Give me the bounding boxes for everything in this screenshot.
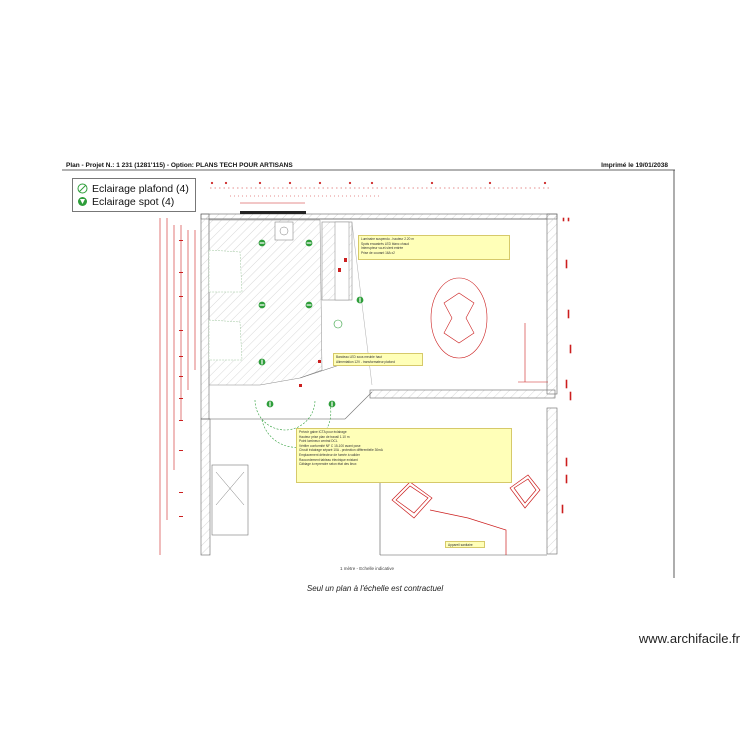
note-line: Point lumineux central DCL [299, 439, 338, 444]
spot-light-icon [328, 400, 336, 408]
note-line: Prise de courant 16A x2 [361, 250, 395, 255]
note-box-1: Luminaire suspendu - hauteur 2.20 m Spot… [358, 235, 510, 260]
note-line: Câblage à reprendre selon état des lieux [299, 462, 357, 467]
note-line: Emplacement détecteur de fumée à valider [299, 452, 360, 457]
note-line: Luminaire suspendu - hauteur 2.20 m [361, 237, 414, 241]
print-date: Imprimé le 19/01/2038 [601, 162, 668, 169]
note-box-3: Prévoir gaine ICTA pour éclairage Hauteu… [296, 428, 512, 483]
door-swings [254, 399, 332, 448]
left-dimension-ticks [179, 240, 183, 517]
spot-light-icon [356, 296, 364, 304]
lower-walls [200, 407, 558, 556]
note-box-4: Appareil sanitaire [445, 541, 485, 548]
plan-header-left: Plan - Projet N.: 1 231 (1281'115) - Opt… [66, 162, 293, 169]
note-line: Appareil sanitaire [448, 543, 473, 547]
legend-label-spot: Eclairage spot (4) [92, 195, 175, 208]
legend-item-spot: Eclairage spot (4) [77, 195, 174, 208]
ceiling-light-icon [305, 239, 313, 247]
contract-disclaimer: Seul un plan à l'échelle est contractuel [306, 584, 444, 593]
spot-lights [258, 296, 364, 408]
note-line: Alimentation 12V - transformateur plafon… [336, 359, 395, 364]
note-line: Bandeau LED sous meuble haut [336, 355, 382, 359]
sanitary-fixtures [391, 474, 541, 555]
legend-label-ceiling: Eclairage plafond (4) [92, 182, 189, 195]
ceiling-light-icon [77, 183, 88, 194]
kitchen-zone [208, 219, 373, 420]
spot-light-icon [78, 197, 87, 206]
legend-item-ceiling: Eclairage plafond (4) [77, 182, 189, 195]
scale-label: 1 mètre - Echelle indicative [340, 566, 395, 571]
note-box-2: Bandeau LED sous meuble haut Alimentatio… [333, 353, 423, 366]
top-dimension-chain [210, 181, 550, 204]
note-line: Prévoir gaine ICTA pour éclairage [299, 430, 347, 434]
note-line: Raccordement tableau électrique existant [299, 457, 358, 462]
note-line: Hauteur prise plan de travail 1.10 m [299, 434, 350, 439]
ceiling-light-icon [305, 301, 313, 309]
electrical-markers [299, 258, 347, 387]
ceiling-light-icon [258, 301, 266, 309]
note-line: Spots encastrés LED blanc chaud [361, 241, 410, 246]
note-line: Circuit éclairage séparé 10A - protectio… [299, 448, 383, 453]
left-dimension-chain [159, 218, 196, 555]
note-line: Vérifier conformité NF C 15-100 avant po… [299, 443, 361, 448]
watermark: www.archifacile.fr [638, 631, 740, 646]
ceiling-light-icon [258, 239, 266, 247]
living-room-furniture [430, 277, 548, 383]
spot-light-icon [258, 358, 266, 366]
right-dimension-ticks [561, 217, 572, 514]
legend: Eclairage plafond (4) Eclairage spot (4) [72, 178, 196, 212]
note-line: Interrupteur va-et-vient entrée [361, 246, 404, 251]
ceiling-lights [258, 239, 313, 309]
spot-light-icon [266, 400, 274, 408]
